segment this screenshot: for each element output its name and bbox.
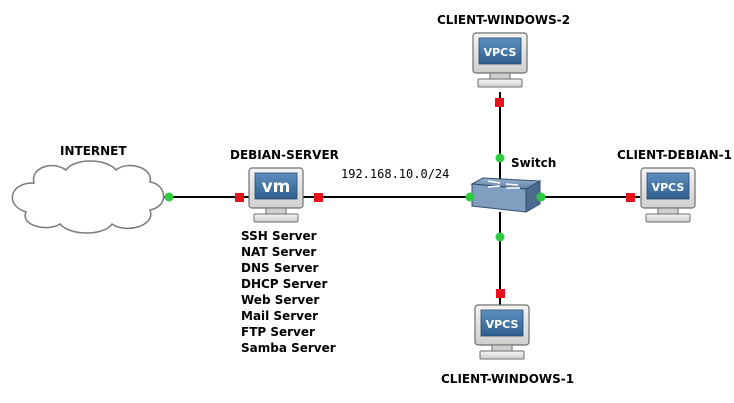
port-status-up: [495, 153, 505, 163]
port-status-down: [314, 193, 323, 202]
port-status-down: [495, 98, 504, 107]
pc-icon-text: VPCS: [652, 181, 685, 194]
service-item: Samba Server: [241, 341, 336, 355]
port-status-down: [626, 193, 635, 202]
node-label-client-debian-1: CLIENT-DEBIAN-1: [617, 148, 732, 162]
subnet-label: 192.168.10.0/24: [341, 167, 450, 181]
service-item: DNS Server: [241, 261, 319, 275]
service-item: NAT Server: [241, 245, 317, 259]
service-list: SSH Server NAT Server DNS Server DHCP Se…: [241, 228, 336, 356]
pc-icon-text: VPCS: [486, 318, 519, 331]
pc-icon-client-windows-1[interactable]: VPCS: [474, 304, 530, 360]
cloud-icon[interactable]: [11, 160, 165, 234]
port-status-up: [536, 192, 546, 202]
vm-icon[interactable]: vm: [248, 167, 304, 223]
service-item: Web Server: [241, 293, 320, 307]
pc-icon-client-windows-2[interactable]: VPCS: [472, 32, 528, 88]
pc-icon-text: VPCS: [484, 46, 517, 59]
port-status-up: [495, 232, 505, 242]
node-label-switch: Switch: [511, 156, 557, 170]
node-label-client-windows-2: CLIENT-WINDOWS-2: [437, 13, 571, 27]
switch-icon[interactable]: [470, 177, 542, 213]
port-status-up: [164, 192, 174, 202]
node-label-debian-server: DEBIAN-SERVER: [230, 148, 339, 162]
pc-icon-client-debian-1[interactable]: VPCS: [640, 167, 696, 223]
service-item: Mail Server: [241, 309, 319, 323]
port-status-up: [465, 192, 475, 202]
port-status-down: [235, 193, 244, 202]
node-label-client-windows-1: CLIENT-WINDOWS-1: [441, 372, 575, 386]
service-item: DHCP Server: [241, 277, 328, 291]
service-item: FTP Server: [241, 325, 315, 339]
service-item: SSH Server: [241, 229, 317, 243]
port-status-down: [496, 289, 505, 298]
node-label-internet: INTERNET: [60, 144, 127, 158]
vm-icon-text: vm: [262, 177, 291, 197]
